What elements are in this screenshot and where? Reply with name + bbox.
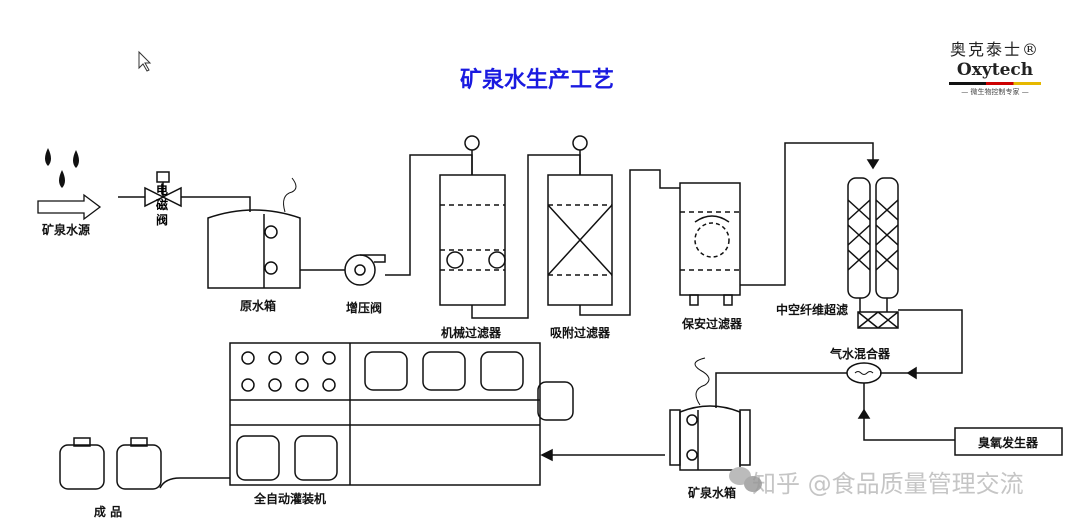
product-bottles — [59, 437, 162, 490]
mineral-water-tank — [669, 357, 751, 471]
watermark: 知乎 @食品质量管理交流 — [752, 470, 1024, 498]
label-pump: 增压阀 — [345, 301, 383, 315]
label-raw-tank: 原水箱 — [239, 299, 277, 313]
label-mineral-tank: 矿泉水箱 — [687, 486, 737, 500]
logo-cn: 奥克泰士® — [949, 40, 1040, 59]
label-product: 成 品 — [93, 505, 123, 519]
label-security-filter: 保安过滤器 — [681, 317, 743, 331]
cursor-icon — [138, 50, 152, 72]
ozone-generator-box — [954, 427, 1063, 456]
adsorption-filter — [547, 135, 613, 306]
water-drops-icon — [45, 148, 79, 188]
gas-water-mixer — [846, 362, 882, 384]
label-uf: 中空纤维超滤 — [775, 303, 849, 317]
ultrafiltration — [847, 177, 899, 329]
label-ozone: 臭氧发生器 — [977, 436, 1039, 450]
mechanical-filter — [439, 135, 506, 306]
label-source: 矿泉水源 — [41, 223, 91, 237]
label-adsorb-filter: 吸附过滤器 — [549, 326, 611, 340]
label-mech-filter: 机械过滤器 — [440, 326, 502, 340]
page-title: 矿泉水生产工艺 — [459, 68, 615, 93]
security-filter — [679, 182, 741, 306]
source-arrow — [37, 193, 102, 221]
label-mixer: 气水混合器 — [829, 347, 891, 361]
logo-tagline: — 微生物控制专家 — — [961, 88, 1029, 96]
oxytech-logo: 奥克泰士® Oxytech — 微生物控制专家 — — [945, 36, 1045, 97]
label-filler: 全自动灌装机 — [253, 492, 327, 506]
filling-machine — [229, 342, 574, 486]
raw-water-tank — [207, 177, 301, 289]
label-valve: 电磁阀 — [156, 183, 169, 227]
booster-pump — [344, 254, 386, 286]
logo-bar — [949, 82, 1041, 85]
wechat-icon — [729, 467, 762, 492]
logo-en: Oxytech — [956, 60, 1034, 80]
